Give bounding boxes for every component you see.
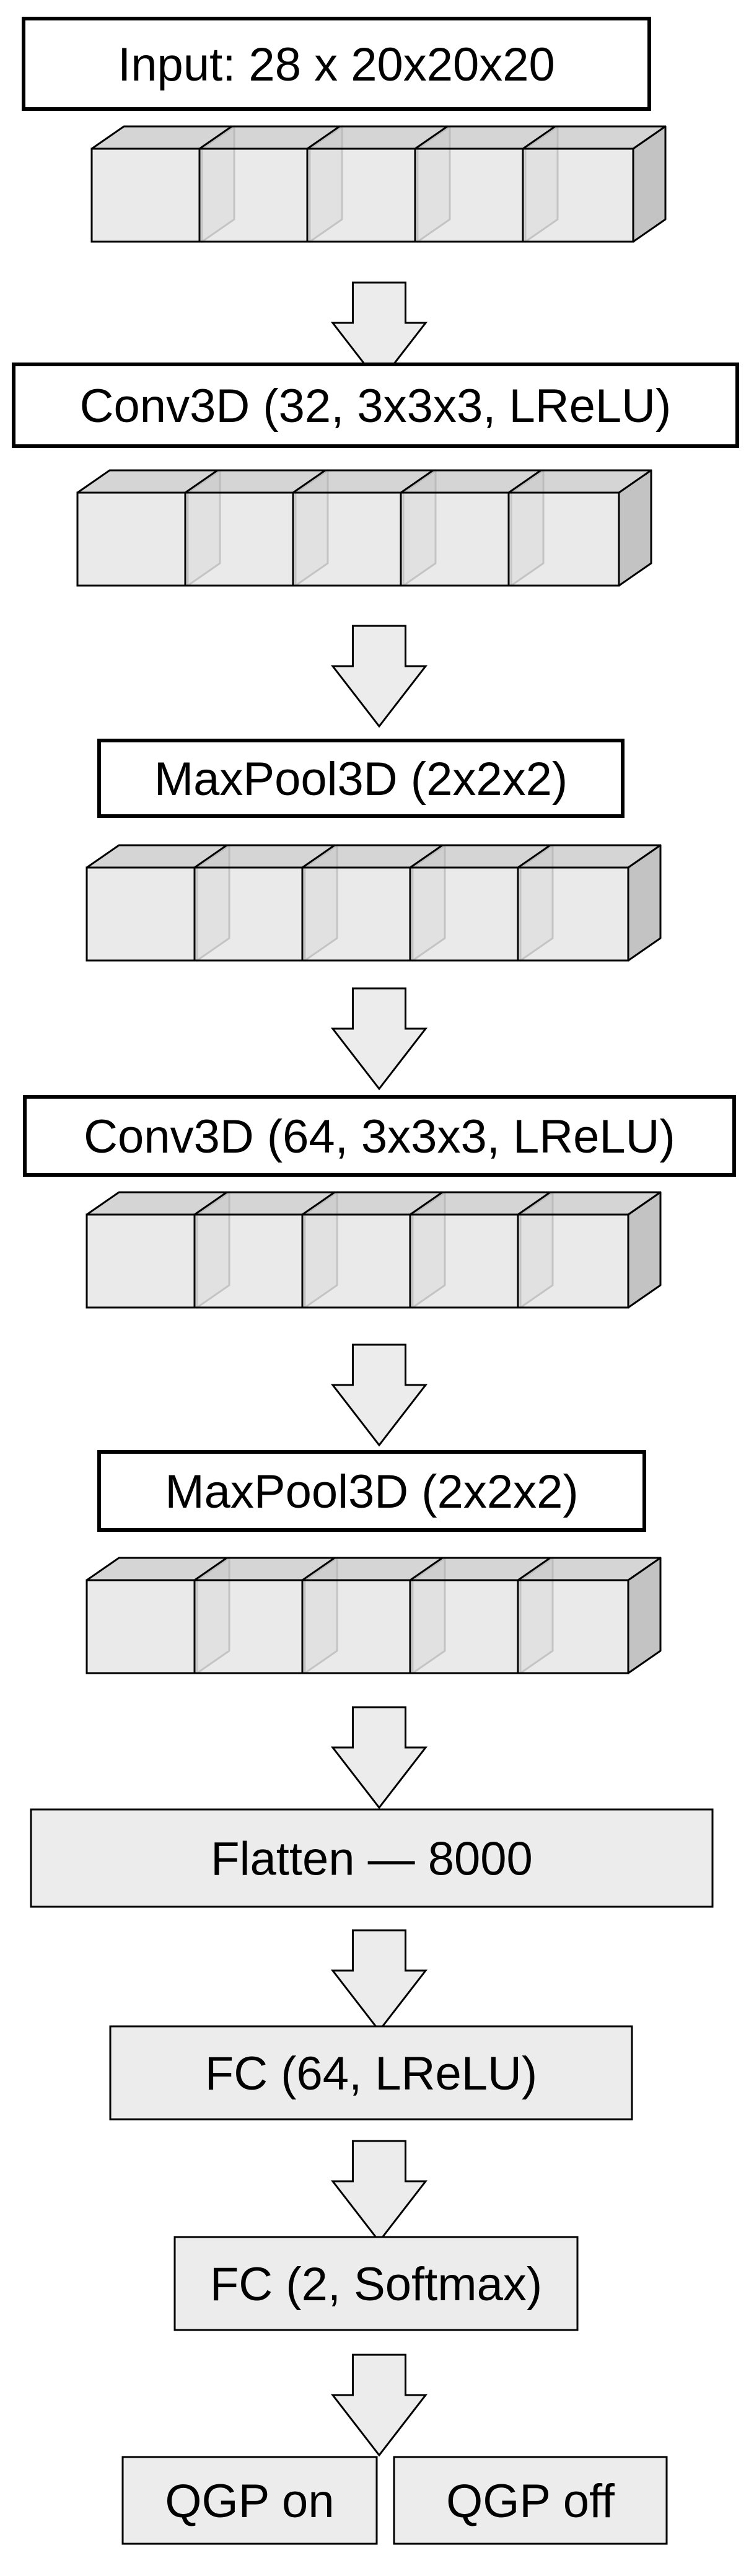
- feature-map-cube: [522, 125, 667, 243]
- layer-box-4: MaxPool3D (2x2x2): [97, 1450, 646, 1532]
- layer-box-5: Flatten — 8000: [30, 1808, 714, 1908]
- layer-box-6-label: FC (64, LReLU): [205, 2047, 537, 2100]
- feature-map-cube: [517, 1191, 662, 1309]
- layer-box-1: Conv3D (32, 3x3x3, LReLU): [12, 363, 739, 448]
- output-box-0: QGP on: [121, 2456, 378, 2545]
- layer-box-1-frame: [12, 363, 739, 448]
- layer-box-7: FC (2, Softmax): [173, 2236, 579, 2331]
- feature-map-stack-3: [85, 1191, 662, 1309]
- layer-box-7-frame: [173, 2236, 579, 2331]
- output-box-0-frame: [121, 2456, 378, 2545]
- flow-arrow-0: [330, 281, 428, 385]
- layer-box-2-label: MaxPool3D (2x2x2): [154, 753, 568, 806]
- layer-box-0-frame: [22, 17, 651, 111]
- layer-box-2: MaxPool3D (2x2x2): [97, 739, 625, 818]
- output-box-1-frame: [393, 2456, 668, 2545]
- feature-map-stack-4: [85, 1557, 662, 1674]
- layer-box-0: Input: 28 x 20x20x20: [22, 17, 651, 111]
- layer-box-1-label: Conv3D (32, 3x3x3, LReLU): [80, 380, 672, 433]
- flow-arrow-5: [330, 1929, 428, 2033]
- layer-box-6: FC (64, LReLU): [109, 2025, 633, 2121]
- flow-arrow-1: [330, 625, 428, 728]
- feature-map-cube: [517, 1557, 662, 1674]
- layer-box-5-frame: [30, 1808, 714, 1908]
- flow-arrow-6: [330, 2140, 428, 2243]
- flow-arrow-4: [330, 1706, 428, 1809]
- layer-box-5-label: Flatten — 8000: [211, 1833, 533, 1886]
- feature-map-stack-1: [76, 469, 652, 587]
- flow-arrow-2: [330, 987, 428, 1091]
- output-box-1-label: QGP off: [446, 2475, 615, 2528]
- layer-box-7-label: FC (2, Softmax): [210, 2258, 542, 2311]
- layer-box-4-frame: [97, 1450, 646, 1532]
- layer-box-0-label: Input: 28 x 20x20x20: [118, 38, 555, 91]
- feature-map-stack-0: [90, 125, 667, 243]
- layer-box-4-label: MaxPool3D (2x2x2): [165, 1466, 578, 1518]
- layer-box-6-frame: [109, 2025, 633, 2121]
- feature-map-cube: [507, 469, 652, 587]
- layer-box-2-frame: [97, 739, 625, 818]
- flow-arrow-7: [330, 2354, 428, 2457]
- flow-arrow-3: [330, 1343, 428, 1447]
- layer-box-3-label: Conv3D (64, 3x3x3, LReLU): [84, 1110, 675, 1163]
- output-box-0-label: QGP on: [165, 2475, 334, 2528]
- layer-box-3-frame: [23, 1095, 736, 1177]
- output-box-1: QGP off: [393, 2456, 668, 2545]
- feature-map-stack-2: [85, 844, 662, 962]
- feature-map-cube: [517, 844, 662, 962]
- layer-box-3: Conv3D (64, 3x3x3, LReLU): [23, 1095, 736, 1177]
